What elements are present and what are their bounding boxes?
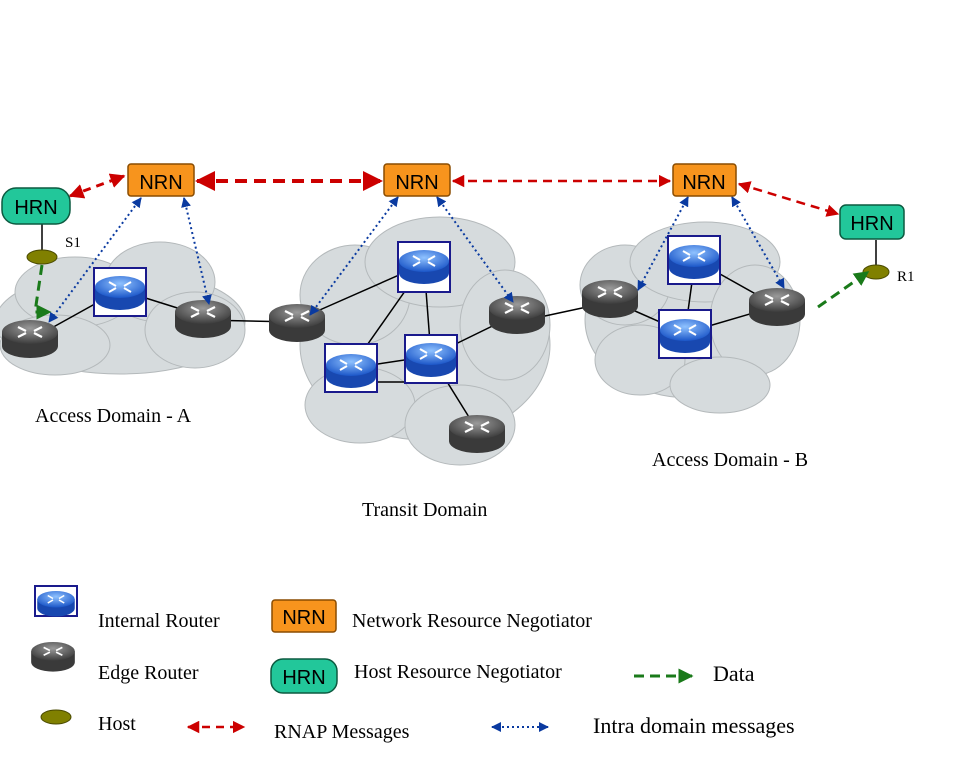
hrn-node: HRN xyxy=(1,187,71,225)
legend-hrn-label: Host Resource Negotiator xyxy=(354,661,562,683)
sender-label: S1 xyxy=(65,235,81,251)
host-r1 xyxy=(862,264,890,280)
hrn-label: HRN xyxy=(850,213,893,235)
host-s1 xyxy=(26,249,58,265)
data-flow-arrow xyxy=(817,270,870,309)
legend-internal-router-label: Internal Router xyxy=(98,610,220,632)
internal-router xyxy=(404,334,458,384)
svg-text:NRN: NRN xyxy=(282,607,325,629)
intra-domain-message-arrows xyxy=(48,196,785,323)
legend-host-label: Host xyxy=(98,713,136,735)
edge-router xyxy=(747,286,807,328)
svg-text:HRN: HRN xyxy=(282,667,325,689)
internal-router xyxy=(324,343,378,393)
nrn-node: NRN xyxy=(383,163,451,197)
legend-edge-router-icon xyxy=(30,641,76,673)
edge-router xyxy=(267,302,327,344)
edge-router xyxy=(0,318,60,360)
hrn-node: HRN xyxy=(839,204,905,240)
internal-router xyxy=(667,235,721,285)
rnap-message-arrows xyxy=(68,171,840,217)
nrn-label: NRN xyxy=(139,172,182,194)
data-flow-arrow xyxy=(33,264,52,320)
nrn-label: NRN xyxy=(682,172,725,194)
legend-host-icon xyxy=(40,709,72,725)
legend-rnap-label: RNAP Messages xyxy=(274,721,410,743)
access-domain-b-label: Access Domain - B xyxy=(652,449,808,471)
legend-nrn-label: Network Resource Negotiator xyxy=(352,610,592,632)
internal-router xyxy=(397,241,451,293)
internal-router xyxy=(93,267,147,317)
legend-nrn-box: NRN xyxy=(271,599,337,633)
access-domain-a-label: Access Domain - A xyxy=(35,405,192,427)
edge-router xyxy=(173,298,233,340)
legend-edge-router-label: Edge Router xyxy=(98,662,199,684)
legend-internal-router-icon xyxy=(34,585,78,618)
legend-data-label: Data xyxy=(713,661,755,686)
legend-hrn-box: HRN xyxy=(270,658,338,694)
legend-intra-label: Intra domain messages xyxy=(593,713,795,738)
hrn-label: HRN xyxy=(14,197,57,219)
nrn-node: NRN xyxy=(127,163,195,197)
nrn-node: NRN xyxy=(672,163,737,197)
edge-router xyxy=(580,278,640,320)
edge-router xyxy=(487,294,547,336)
transit-domain-label: Transit Domain xyxy=(362,499,487,521)
internal-router xyxy=(658,309,712,359)
nrn-label: NRN xyxy=(395,172,438,194)
receiver-label: R1 xyxy=(897,269,915,285)
legend: Internal Router Edge Router Host NRN Net… xyxy=(30,585,795,743)
edge-router xyxy=(447,413,507,455)
